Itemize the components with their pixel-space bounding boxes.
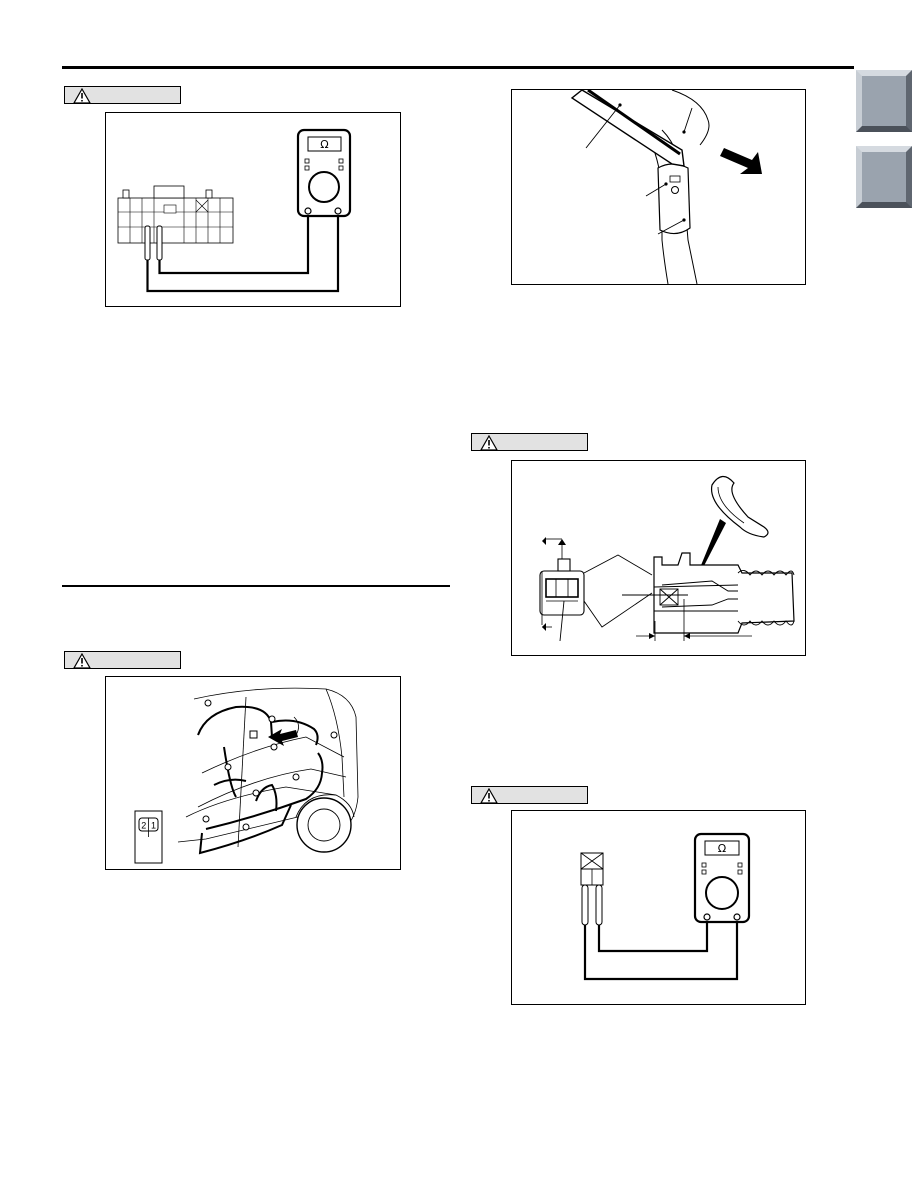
- caution-box: [64, 86, 181, 104]
- warning-triangle-icon: [480, 788, 498, 804]
- figure-connector-section: [511, 460, 806, 656]
- figure-harness-location: 2 1: [105, 676, 401, 870]
- header-rule: [62, 66, 854, 69]
- caution-box: [471, 786, 588, 804]
- figure-removal-tool: [511, 89, 806, 285]
- figure-connector-ohmmeter: Ω: [105, 112, 401, 307]
- pin-label: 1: [151, 821, 156, 831]
- pin-label: 2: [141, 821, 146, 831]
- warning-triangle-icon: [73, 88, 91, 104]
- section-tab-1[interactable]: [856, 70, 912, 132]
- fuse-ohmmeter-illustration: Ω: [580, 832, 751, 981]
- warning-triangle-icon: [73, 653, 91, 669]
- arrow-icon: [268, 729, 298, 746]
- arrow-icon: [720, 148, 762, 174]
- connector-section-illustration: [539, 475, 795, 642]
- section-rule: [62, 585, 450, 587]
- vehicle-harness-illustration: 2 1: [134, 687, 359, 864]
- warning-triangle-icon: [480, 435, 498, 451]
- caution-box: [64, 651, 181, 669]
- figure-fuse-ohmmeter: Ω: [511, 810, 806, 1005]
- ohm-symbol: Ω: [718, 842, 726, 855]
- section-tab-2[interactable]: [856, 146, 912, 208]
- connector-ohmmeter-illustration: Ω: [117, 128, 352, 293]
- removal-tool-illustration: [570, 90, 762, 284]
- caution-box: [471, 433, 588, 451]
- ohm-symbol: Ω: [320, 138, 328, 151]
